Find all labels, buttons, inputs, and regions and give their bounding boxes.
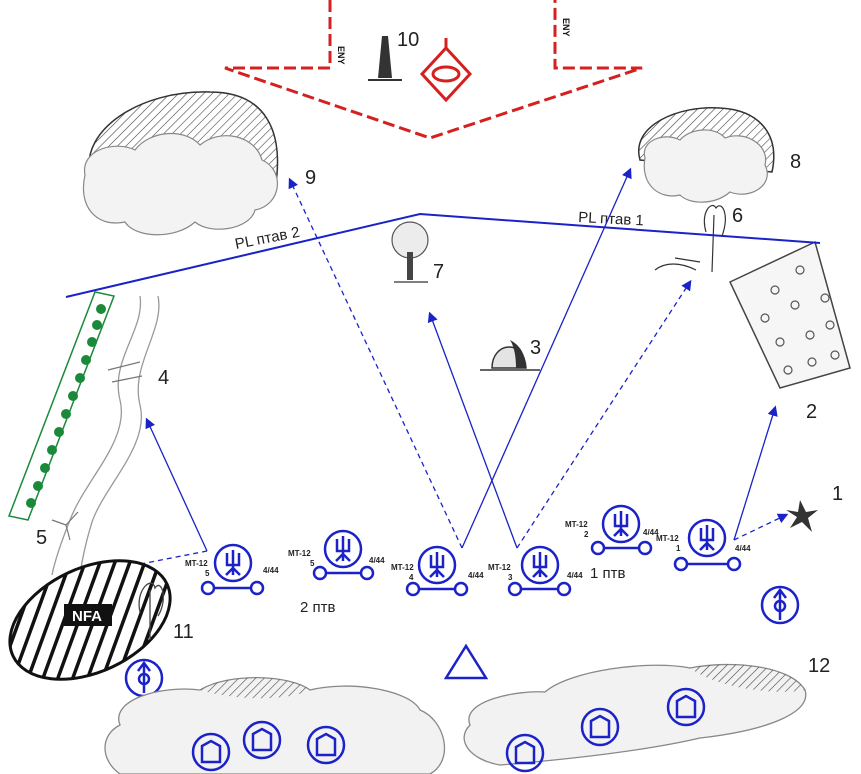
gun-label-num: 5: [205, 569, 210, 578]
gun-label-num: 2: [584, 530, 589, 539]
gun-label-num: 1: [676, 544, 681, 553]
phase-line-label-2: PL птав 2: [234, 224, 302, 253]
shelter-icon: [580, 707, 620, 747]
gun-label-type: MT-12: [185, 559, 208, 568]
no-fire-area: [8, 559, 172, 681]
landmark-number-2: 2: [806, 401, 817, 423]
gun-label-num: 5: [310, 559, 315, 568]
gun-label-ammo: 4/44: [567, 571, 583, 580]
shelter-icon: [666, 687, 706, 727]
gun-label-type: MT-12: [656, 534, 679, 543]
gun-mt12-2: [590, 504, 653, 556]
enemy-front-line: [224, 0, 643, 140]
fire-sector-arrows: [97, 167, 789, 576]
cross-1: [786, 500, 818, 532]
platoon-label-1: 1 птв: [590, 565, 626, 582]
landmark-number-3: 3: [530, 337, 541, 359]
road-4: [51, 295, 160, 576]
landmark-number-1: 1: [832, 483, 843, 505]
shelter-icon: [306, 725, 346, 765]
gun-label-ammo: 4/44: [263, 566, 279, 575]
landmark-number-10: 10: [397, 29, 419, 51]
mound-3: [480, 340, 540, 371]
landmark-number-7: 7: [433, 261, 444, 283]
landmark-number-9: 9: [305, 167, 316, 189]
tree-7: [391, 221, 429, 283]
gun-label-ammo: 4/44: [369, 556, 385, 565]
eny-label-right: ENY: [561, 18, 571, 37]
gun-mt12-3: [507, 545, 572, 597]
platoon-label-2: 2 птв: [300, 599, 336, 616]
gun-mt12-5-mid: [312, 529, 375, 581]
phase-line-label-1: PL птав 1: [578, 209, 644, 229]
shelter-icon: [191, 732, 231, 772]
nfa-label: NFA: [72, 608, 102, 625]
landmark-number-8: 8: [790, 151, 801, 173]
gun-label-ammo: 4/44: [468, 571, 484, 580]
gun-label-ammo: 4/44: [735, 544, 751, 553]
minefield-obstacle: [7, 291, 116, 521]
gun-label-num: 3: [508, 573, 513, 582]
landmark-number-11: 11: [173, 621, 194, 643]
landmark-number-12: 12: [808, 655, 830, 677]
gun-label-type: MT-12: [288, 549, 311, 558]
forest-8: [637, 106, 775, 203]
gun-label-num: 4: [409, 573, 414, 582]
observation-post-icon: [124, 658, 164, 698]
gun-label-type: MT-12: [488, 563, 511, 572]
field-2: [729, 240, 851, 389]
tree-6: [654, 204, 726, 273]
enemy-unit-symbol: [419, 38, 473, 103]
command-post-icon: [443, 643, 489, 680]
shelter-icon: [242, 720, 282, 760]
gun-label-type: MT-12: [391, 563, 414, 572]
observation-post-icon: [760, 585, 800, 625]
gun-label-ammo: 4/44: [643, 528, 659, 537]
forest-9: [82, 91, 279, 236]
eny-label-left: ENY: [336, 46, 346, 65]
gun-mt12-1: [673, 518, 742, 572]
phase-line: [65, 212, 821, 298]
gun-mt12-4: [405, 545, 469, 597]
road-fork-5: [51, 511, 79, 541]
gun-mt12-5-left: [200, 543, 265, 596]
tower-landmark: [368, 36, 402, 81]
landmark-number-5: 5: [36, 527, 47, 549]
tree-11: [138, 582, 164, 640]
landmark-number-6: 6: [732, 205, 743, 227]
shelter-icon: [505, 733, 545, 773]
gun-label-type: MT-12: [565, 520, 588, 529]
landmark-number-4: 4: [158, 367, 169, 389]
